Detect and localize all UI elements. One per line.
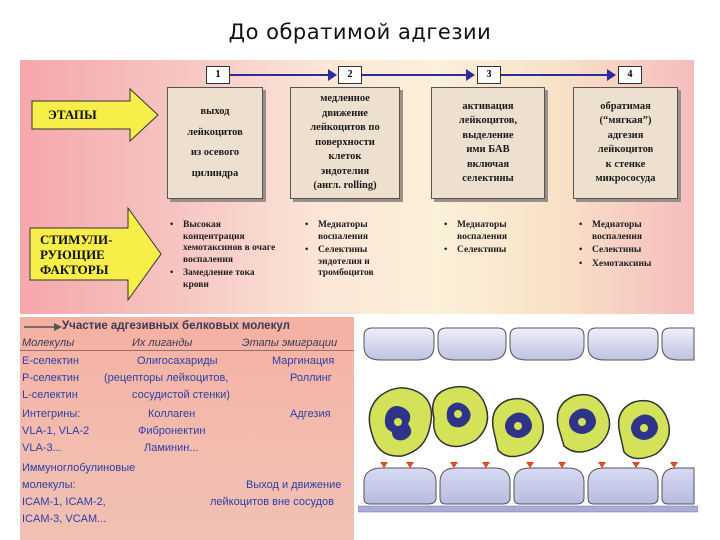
col-header-molecules: Молекулы — [22, 337, 75, 349]
rolling-illustration — [358, 327, 698, 513]
factor-item: Медиаторы воспаления — [305, 220, 411, 243]
stages-arrow: ЭТАПЫ — [30, 88, 160, 142]
stage-4-line: обратимая — [600, 100, 651, 112]
cell-adhesion: Адгезия — [290, 408, 331, 420]
step-number-4: 4 — [618, 66, 642, 84]
leukocyte-5 — [617, 399, 671, 460]
cell-receptors: (рецепторы лейкоцитов, — [104, 372, 229, 384]
leukocyte-4 — [556, 393, 611, 453]
table-divider — [20, 350, 354, 351]
stage-box-1: выход лейкоцитов из осевого цилиндра — [167, 87, 263, 199]
leukocyte-1 — [368, 387, 433, 457]
factor-item: Селектины — [579, 245, 689, 257]
stage-1-line: цилиндра — [191, 167, 239, 179]
cell-oligosaccharides: Олигосахариды — [137, 355, 218, 367]
stage-2-line: эндотелия — [320, 165, 370, 177]
table-heading: Участие адгезивных белковых молекул — [62, 320, 290, 332]
factors-step-4: Медиаторы воспаления Селектины Хемотакси… — [579, 220, 689, 272]
factor-item: Медиаторы воспаления — [579, 220, 689, 243]
stage-3-line: выделение — [462, 129, 514, 141]
leukocyte-emigration-scheme: 1 2 3 4 ЭТАПЫ СТИМУЛИ- РУЮЩИЕ ФАКТОРЫ вы… — [20, 60, 694, 314]
cell-immunoglobulin: Иммуноглобулиновые — [22, 462, 136, 474]
col-header-ligands: Их лиганды — [132, 337, 193, 349]
factors-step-3: Медиаторы воспаления Селектины — [444, 220, 550, 259]
step-number-1: 1 — [206, 66, 230, 84]
cell-rolling: Роллинг — [290, 372, 332, 384]
factor-item: Высокая концентрация хемотаксинов в очаг… — [170, 220, 282, 266]
endothelium-top — [363, 327, 695, 361]
factor-item: Хемотаксины — [579, 259, 689, 271]
page-title: До обратимой адгезии — [228, 20, 492, 44]
stages-arrow-shape — [31, 88, 159, 142]
stage-1-line: выход — [200, 106, 230, 117]
stage-4-line: микрососуда — [595, 173, 656, 184]
factors-arrow-shape — [29, 206, 162, 302]
flow-arrow-1-2 — [230, 69, 337, 81]
stage-2-line: медленное — [320, 93, 370, 105]
stage-box-4: обратимая (“мягкая”) адгезия лейкоцитов … — [573, 87, 678, 199]
cell-e-selectin: Е-селектин — [22, 355, 79, 367]
stage-4-line: к стенке — [605, 158, 646, 170]
selectin-markers — [380, 458, 678, 468]
factor-item: Замедление тока крови — [170, 268, 282, 291]
table-arrow-icon — [24, 323, 62, 331]
cell-l-selectin: L-селектин — [22, 389, 78, 401]
stage-3-line: ими БАВ — [466, 144, 510, 155]
leukocyte-3 — [491, 397, 545, 458]
cell-exit-movement: Выход и движение — [246, 479, 342, 491]
stage-2-line: клеток — [328, 151, 362, 163]
leukocyte-2 — [432, 385, 489, 448]
cell-extravascular: лейкоцитов вне сосудов — [210, 496, 334, 508]
cell-molecules: молекулы: — [22, 479, 76, 491]
factor-item: Медиаторы воспаления — [444, 220, 550, 243]
cell-vla3: VLA-3... — [22, 442, 62, 454]
cell-icam12: ICAM-1, ICAM-2, — [22, 496, 106, 508]
cell-vla12: VLA-1, VLA-2 — [22, 425, 90, 437]
cell-integrins: Интегрины: — [22, 408, 81, 420]
factors-label-line-1: СТИМУЛИ- — [40, 232, 113, 247]
col-header-stages: Этапы эмиграции — [242, 337, 338, 349]
factors-label-line-2: РУЮЩИЕ — [40, 247, 105, 262]
flow-arrow-2-3 — [362, 69, 475, 81]
factor-item: Селектины — [444, 245, 550, 257]
endothelium-bottom — [358, 467, 698, 513]
factors-label-line-3: ФАКТОРЫ — [40, 262, 109, 277]
stage-2-line: движение — [322, 107, 368, 119]
stages-arrow-label: ЭТАПЫ — [48, 107, 97, 122]
stage-4-line: лейкоцитов — [597, 144, 654, 155]
step-number-2: 2 — [338, 66, 362, 84]
stage-1-line: лейкоцитов — [187, 126, 243, 138]
flow-arrow-3-4 — [501, 69, 616, 81]
factors-step-2: Медиаторы воспаления Селектины эндотелия… — [305, 220, 411, 282]
stage-2-line: поверхности — [315, 136, 375, 148]
stage-1-line: из осевого — [190, 147, 240, 158]
cell-fibronectin: Фибронектин — [138, 425, 206, 437]
adhesion-molecules-table: Участие адгезивных белковых молекул Моле… — [20, 317, 354, 540]
stage-3-line: лейкоцитов, — [458, 115, 518, 126]
cell-vessel-wall: сосудистой стенки) — [132, 389, 230, 401]
stage-3-line: активация — [462, 100, 514, 112]
stage-3-line: селектины — [462, 173, 514, 184]
stage-2-line: лейкоцитов по — [310, 122, 380, 134]
cell-laminin: Ламинин... — [144, 442, 199, 454]
cell-icam3: ICAM-3, VCAM... — [22, 513, 107, 525]
factors-arrow: СТИМУЛИ- РУЮЩИЕ ФАКТОРЫ — [28, 206, 163, 302]
cell-margination: Маргинация — [272, 355, 335, 367]
step-number-3: 3 — [477, 66, 501, 84]
stage-2-line: (англ. rolling) — [313, 180, 377, 192]
cell-p-selectin: Р-селектин — [22, 372, 79, 384]
factor-item: Селектины эндотелия и тромбоцитов — [305, 245, 411, 280]
stage-3-line: включая — [466, 158, 510, 170]
stage-box-2: медленное движение лейкоцитов по поверхн… — [290, 87, 400, 199]
factors-step-1: Высокая концентрация хемотаксинов в очаг… — [170, 220, 282, 293]
stage-4-line: (“мягкая”) — [599, 115, 652, 126]
cell-collagen: Коллаген — [148, 408, 196, 420]
stage-4-line: адгезия — [607, 129, 644, 141]
stage-box-3: активация лейкоцитов, выделение ими БАВ … — [431, 87, 545, 199]
